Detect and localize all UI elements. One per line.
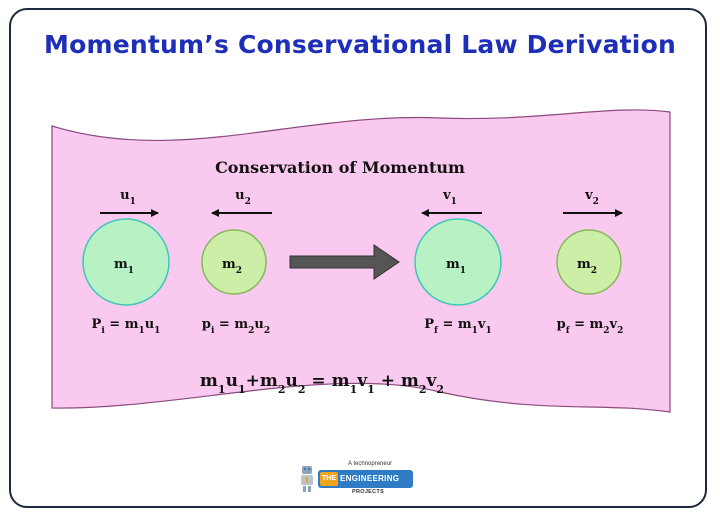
process-arrow (289, 244, 400, 280)
page-title: Momentum’s Conservational Law Derivation (44, 30, 676, 59)
logo-badge: THE ENGINEERING (318, 470, 413, 488)
logo-badge-text: ENGINEERING (340, 474, 400, 483)
ball-m1-after (414, 218, 502, 306)
ball-m2-after-label: m2 (577, 257, 597, 276)
velocity-label-v2: v2 (584, 188, 599, 207)
engineering-projects-logo: A technopreneur THE ENGINEERING PROJECTS (296, 460, 426, 500)
velocity-label-v1: v1 (442, 188, 457, 207)
logo-subtitle: PROJECTS (352, 489, 385, 495)
ball-m2-before (201, 229, 267, 295)
ball-m1-before-label: m1 (114, 257, 134, 276)
ball-m1-after-label: m1 (446, 257, 466, 276)
velocity-label-u2: u2 (235, 188, 251, 207)
ball-m2-before-label: m2 (222, 257, 242, 276)
momentum-pf-1: Pf = m1v1 (424, 317, 491, 336)
ball-m1-before (82, 218, 170, 306)
robot-icon (301, 466, 313, 492)
diagram-heading: Conservation of Momentum (215, 158, 465, 177)
momentum-pf-2: pf = m2v2 (557, 317, 624, 336)
conservation-equation: m1u1+m2u2 = m1v1 + m2v2 (200, 371, 444, 396)
logo-badge-short: THE (320, 472, 338, 486)
momentum-pi-2: pi = m2u2 (202, 317, 270, 336)
logo-tagline: A technopreneur (348, 461, 393, 467)
momentum-pi-1: Pi = m1u1 (92, 317, 161, 336)
ball-m2-after (556, 229, 622, 295)
velocity-label-u1: u1 (120, 188, 136, 207)
